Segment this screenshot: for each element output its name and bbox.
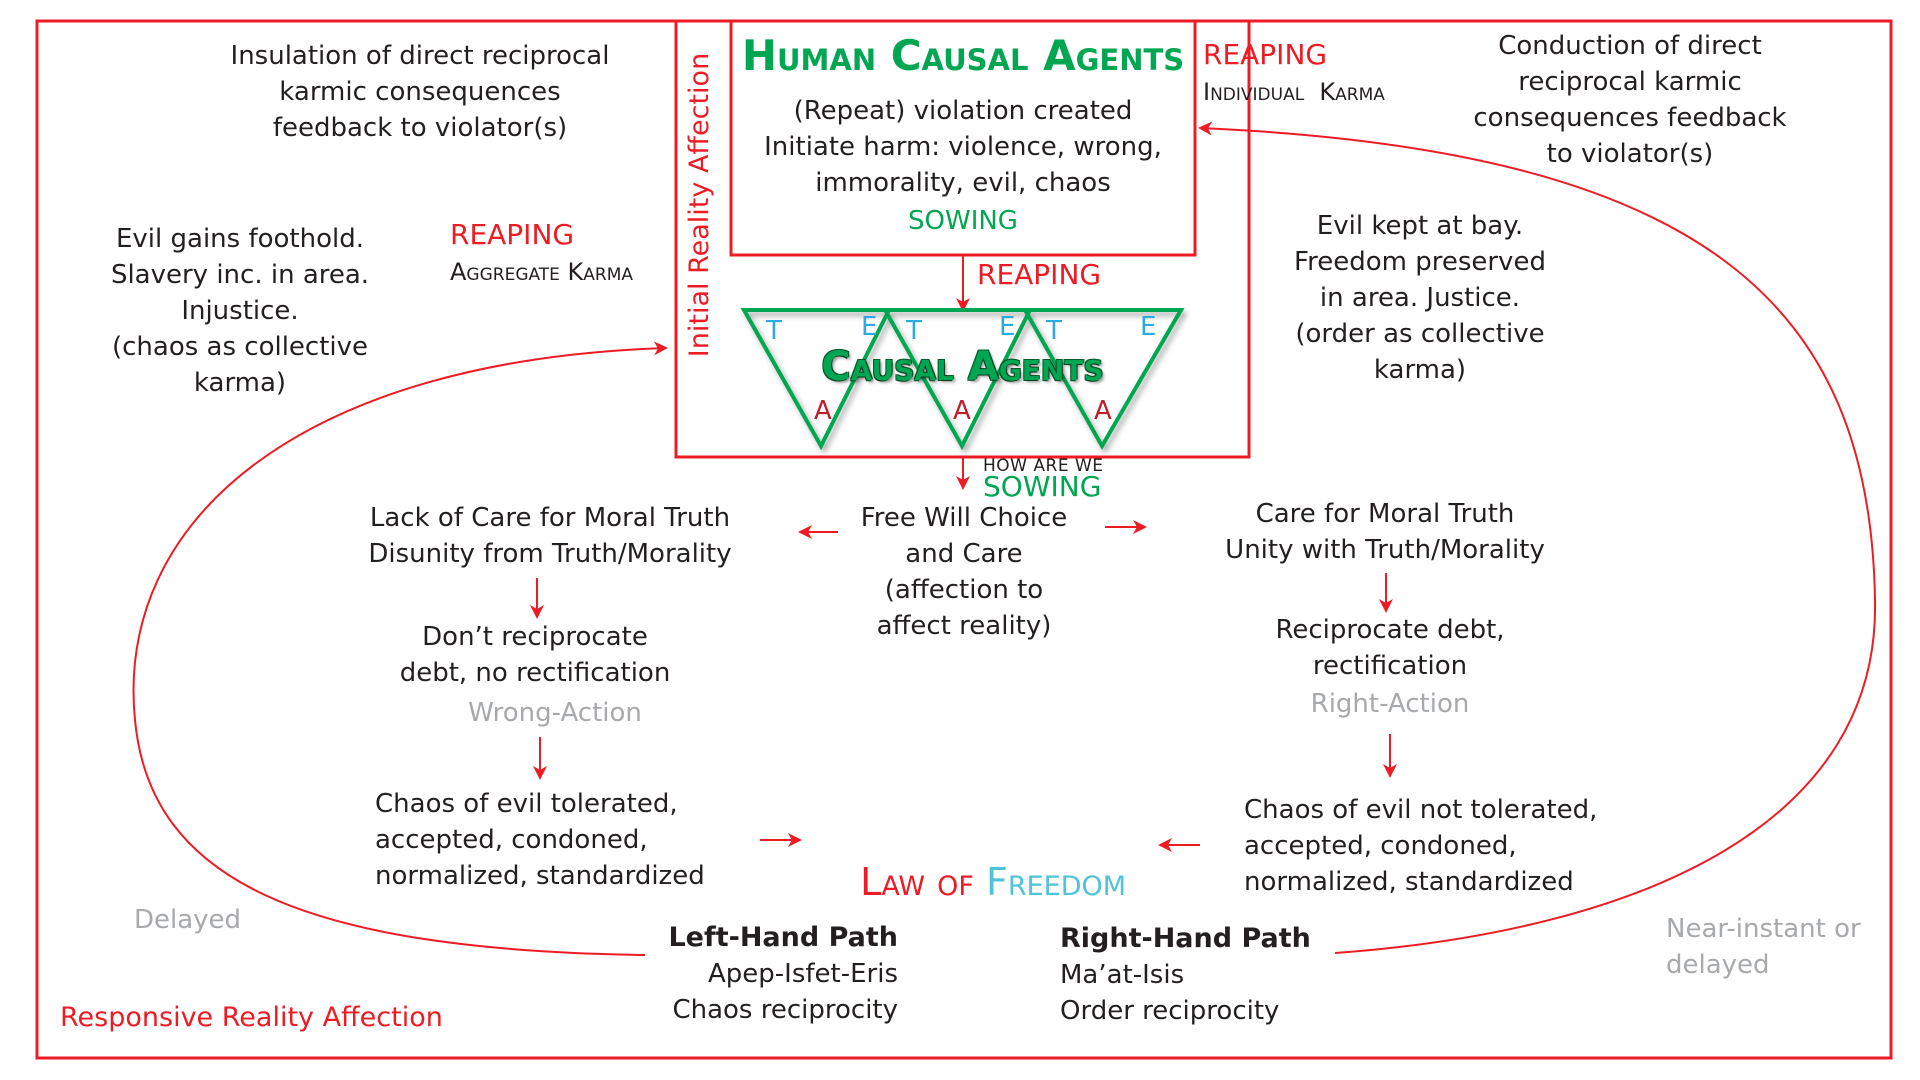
triangle-3-letter-e: E [1140, 312, 1157, 342]
causal-agent-triangles [740, 308, 1185, 451]
triangle-2-letter-t: T [906, 316, 922, 346]
triangle-2-letter-a: A [953, 396, 971, 426]
aggregate-karma-label: Aggregate Karma [450, 258, 634, 286]
how-sowing-label: SOWING [983, 470, 1102, 503]
dont-reciprocate-text: Don’t reciprocate debt, no rectification [399, 622, 671, 688]
triangle-3-letter-a: A [1094, 396, 1112, 426]
responsive-reality-affection-label: Responsive Reality Affection [60, 1002, 443, 1033]
delayed-label: Delayed [134, 905, 242, 935]
triangle-3-letter-t: T [1046, 316, 1062, 346]
human-causal-agents-box [729, 19, 1197, 257]
how-are-we-label: HOW ARE WE [983, 456, 1104, 476]
right-feedback-loop [1198, 121, 1877, 954]
triangle-2-letter-e: E [999, 312, 1016, 342]
reciprocate-debt-text: Reciprocate debt, rectification [1275, 615, 1505, 681]
wrong-action-label: Wrong-Action [468, 698, 642, 728]
chaos-not-tolerated-text: Chaos of evil not tolerated, accepted, c… [1244, 795, 1598, 897]
reaping-label-center: REAPING [977, 258, 1102, 291]
triangle-1 [740, 308, 893, 451]
initial-reality-frame [674, 19, 1251, 459]
triangle-1-letter-a: A [814, 396, 832, 426]
reaping-label-individual: REAPING [1203, 38, 1328, 71]
right-action-label: Right-Action [1310, 689, 1470, 719]
law-of-freedom-label: Law of Freedom [836, 816, 1126, 904]
violation-description: (Repeat) violation created Initiate harm… [764, 96, 1162, 198]
sowing-label-top: SOWING [908, 206, 1018, 236]
reaping-label-aggregate: REAPING [450, 218, 575, 251]
lack-of-care-text: Lack of Care for Moral Truth Disunity fr… [368, 503, 732, 569]
human-causal-agents-title: Human Causal Agents [741, 31, 1185, 80]
evil-kept-text: Evil kept at bay. Freedom preserved in a… [1294, 211, 1546, 385]
left-hand-path-title: Left-Hand Path [668, 922, 898, 953]
individual-karma-label: Individual Karma [1203, 78, 1385, 106]
triangle-1-letter-e: E [861, 312, 878, 342]
freedom-text: Freedom [985, 860, 1127, 904]
conduction-text: Conduction of direct reciprocal karmic c… [1473, 31, 1787, 169]
care-for-truth-text: Care for Moral Truth Unity with Truth/Mo… [1225, 499, 1545, 565]
left-hand-path-lines: Apep-Isfet-Eris Chaos reciprocity [672, 959, 898, 1025]
free-will-choice-text: Free Will Choice and Care (affection to … [860, 503, 1068, 641]
right-hand-path-lines: Ma’at-Isis Order reciprocity [1060, 960, 1280, 1026]
triangle-3 [1021, 308, 1185, 451]
causal-agents-label: Causal Agents [821, 344, 1104, 390]
near-instant-label: Near-instant or delayed [1666, 914, 1861, 980]
left-feedback-loop [132, 341, 668, 956]
initial-reality-affection-label: Initial Reality Affection [684, 52, 715, 358]
chaos-tolerated-text: Chaos of evil tolerated, accepted, condo… [375, 789, 705, 891]
right-hand-path-title: Right-Hand Path [1060, 923, 1311, 954]
triangle-1-letter-t: T [766, 316, 782, 346]
evil-gains-text: Evil gains foothold. Slavery inc. in are… [110, 224, 370, 398]
law-of-text: Law of [860, 860, 986, 904]
insulation-text: Insulation of direct reciprocal karmic c… [230, 41, 610, 143]
triangle-2 [881, 308, 1034, 451]
